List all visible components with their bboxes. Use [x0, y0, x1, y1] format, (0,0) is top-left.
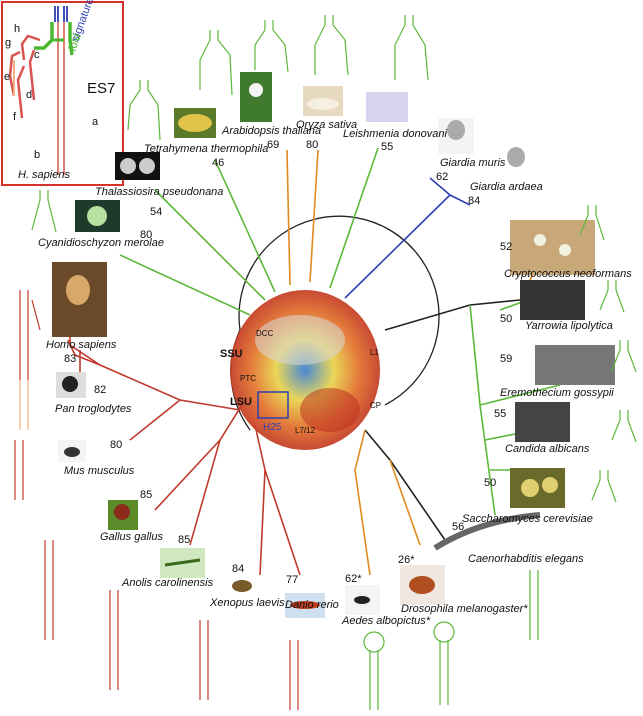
taxon-anolis: Anolis carolinensis: [121, 577, 214, 589]
inset-fold-label: fold: [67, 32, 84, 53]
inset-letter-c: c: [34, 49, 40, 61]
value-cryptococcus: 52: [500, 241, 512, 253]
taxon-thalassiosira: Thalassiosira pseudonana: [95, 186, 223, 198]
center-arc: [238, 215, 440, 406]
label-l1: L1: [370, 348, 379, 357]
taxon-saccharomyces: Saccharomyces cerevisiae: [462, 513, 593, 525]
leishmania-image: [366, 92, 408, 122]
inset-letter-g: g: [5, 37, 11, 49]
value-giardia-muris: 62: [436, 171, 448, 183]
ribosome-structure: SSU LSU DCC PTC L1 CP L7/12 H25: [220, 290, 381, 450]
taxon-leishmania: Leishmenia donovani: [343, 128, 448, 140]
value-xenopus: 84: [232, 563, 244, 575]
taxon-xenopus: Xenopus laevis: [209, 597, 285, 609]
h25-box: [257, 391, 289, 419]
taxon-giardia-ardaea: Giardia ardaea: [470, 181, 543, 193]
inset-letter-f: f: [13, 111, 17, 123]
value-arabidopsis: 69: [267, 139, 279, 151]
taxon-tetrahymena: Tetrahymena thermophila: [144, 143, 268, 155]
label-lsu: LSU: [230, 396, 252, 408]
candida-image: [515, 402, 570, 442]
inset-species: H. sapiens: [18, 169, 70, 181]
value-anolis: 85: [178, 534, 190, 546]
label-cp: CP: [370, 401, 381, 410]
value-candida: 55: [494, 408, 506, 420]
value-giardia-ardaea: 84: [468, 195, 480, 207]
label-h25: H25: [263, 422, 282, 433]
yarrowia-image: [520, 280, 585, 320]
taxon-aedes: Aedes albopictus*: [341, 615, 431, 627]
taxon-mus: Mus musculus: [64, 465, 135, 477]
cryptococcus-image: [510, 220, 595, 275]
value-caenorhabditis: 56: [452, 521, 464, 533]
value-leishmania: 55: [381, 141, 393, 153]
value-thalassiosira: 54: [150, 206, 162, 218]
inset-frame: [1, 1, 124, 186]
taxon-giardia-muris: Giardia muris: [440, 157, 506, 169]
inset-title: ES7: [87, 80, 115, 97]
label-ptc: PTC: [240, 374, 256, 383]
organism-images: [52, 72, 615, 618]
taxon-caenorhabditis: Caenorhabditis elegans: [468, 553, 584, 565]
es7-inset: signature fold ES7 h g c e d f a b H. sa…: [1, 0, 124, 186]
value-danio: 77: [286, 574, 298, 586]
value-oryza: 80: [306, 139, 318, 151]
taxon-arabidopsis: Arabidopsis thaliana: [221, 125, 321, 137]
inset-letter-d: d: [26, 89, 32, 101]
taxon-yarrowia: Yarrowia lipolytica: [525, 320, 613, 332]
label-dcc: DCC: [256, 329, 274, 338]
value-saccharomyces: 50: [484, 477, 496, 489]
taxon-oryza: Oryza sativa: [296, 119, 357, 131]
value-cyanidioschyzon: 80: [140, 229, 152, 241]
value-homo-sapiens: 83: [64, 353, 76, 365]
taxon-eremothecium: Eremothecium gossypii: [500, 387, 614, 399]
taxon-gallus: Gallus gallus: [100, 531, 163, 543]
value-yarrowia: 50: [500, 313, 512, 325]
taxon-danio: Danio rerio: [285, 599, 339, 611]
value-tetrahymena: 46: [212, 157, 224, 169]
value-mus: 80: [110, 439, 122, 451]
inset-letter-b: b: [34, 149, 40, 161]
value-eremothecium: 59: [500, 353, 512, 365]
taxon-pan: Pan troglodytes: [55, 403, 132, 415]
taxon-cyanidioschyzon: Cyanidioschyzon merolae: [38, 237, 164, 249]
value-drosophila: 26*: [398, 554, 415, 566]
value-aedes: 62*: [345, 573, 362, 585]
rna-structure-glyphs: [14, 15, 637, 710]
taxon-cryptococcus: Cryptococcus neoformans: [504, 268, 632, 280]
inset-letter-a: a: [92, 116, 99, 128]
label-ssu: SSU: [220, 348, 243, 360]
label-l712: L7/12: [295, 426, 316, 435]
elegans-image: [433, 512, 541, 551]
taxon-labels: Tetrahymena thermophila 46 Arabidopsis t…: [38, 119, 632, 627]
taxon-drosophila: Drosophila melanogaster*: [401, 603, 528, 615]
taxon-candida: Candida albicans: [505, 443, 590, 455]
eremothecium-image: [535, 345, 615, 385]
taxon-homo-sapiens: Homo sapiens: [46, 339, 117, 351]
value-pan: 82: [94, 384, 106, 396]
inset-letter-e: e: [4, 71, 10, 83]
inset-letter-h: h: [14, 23, 20, 35]
value-gallus: 85: [140, 489, 152, 501]
